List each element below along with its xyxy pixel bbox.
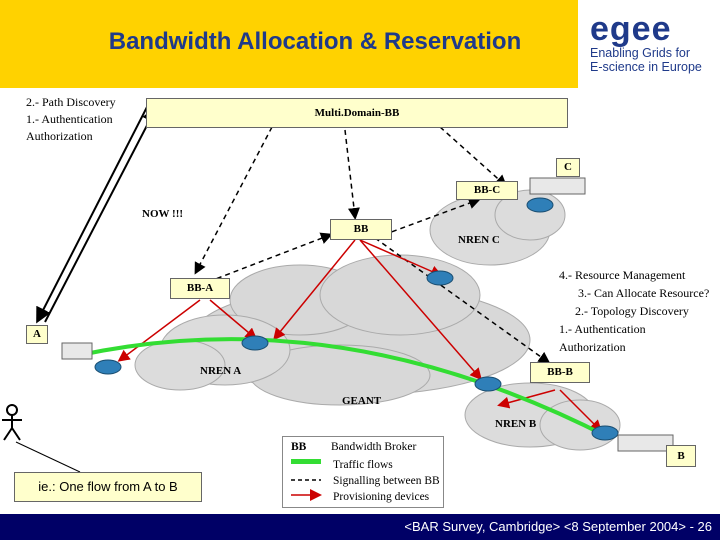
bb-c-box: BB-C xyxy=(456,181,518,200)
bb-box: BB xyxy=(330,219,392,240)
right-step-4: 1.- Authentication xyxy=(559,322,646,336)
left-step-1: 2.- Path Discovery xyxy=(26,95,116,109)
router-icon xyxy=(94,197,619,441)
now-label: NOW !!! xyxy=(142,208,184,220)
node-c-box: C xyxy=(556,158,580,177)
legend-bb-key: BB xyxy=(291,441,307,453)
legend-traffic: Traffic flows xyxy=(333,459,393,471)
signalling-lines xyxy=(194,126,551,364)
legend: BB Bandwidth Broker Traffic flows Signal… xyxy=(282,436,444,508)
right-step-5: Authorization xyxy=(559,340,626,354)
cloud-nren-c xyxy=(429,189,566,266)
provisioning-lines xyxy=(117,239,603,433)
geant-label: GEANT xyxy=(342,395,382,407)
legend-traffic-key xyxy=(291,459,321,464)
left-step-3: Authorization xyxy=(26,129,93,143)
legend-provisioning: Provisioning devices xyxy=(333,491,430,503)
page-title: Bandwidth Allocation & Reservation xyxy=(108,28,522,55)
footer-bar: <BAR Survey, Cambridge> <8 September 200… xyxy=(0,514,720,540)
bb-b-box: BB-B xyxy=(530,362,590,383)
bb-a-box: BB-A xyxy=(170,278,230,299)
legend-signalling: Signalling between BB xyxy=(333,475,440,487)
host-icon xyxy=(61,177,674,452)
nren-c-label: NREN C xyxy=(458,234,500,246)
footer-text: <BAR Survey, Cambridge> <8 September 200… xyxy=(404,519,712,534)
note-pointer xyxy=(15,441,81,473)
multi-domain-bb-box: Multi.Domain-BB xyxy=(146,98,568,128)
node-b-box: B xyxy=(666,445,696,467)
node-a-box: A xyxy=(26,325,48,344)
legend-keys xyxy=(291,459,322,501)
cloud-nren-a xyxy=(134,314,291,391)
logo-tagline-1: Enabling Grids for xyxy=(590,46,691,60)
user-figure xyxy=(2,404,22,441)
left-step-2: 1.- Authentication xyxy=(26,112,113,126)
nren-a-label: NREN A xyxy=(200,365,242,377)
right-step-3: 2.- Topology Discovery xyxy=(575,304,689,318)
right-step-1: 4.- Resource Management xyxy=(559,268,686,282)
legend-bb-desc: Bandwidth Broker xyxy=(331,441,417,453)
auth-arrows xyxy=(36,106,157,324)
egee-logo: egee Enabling Grids for E-science in Eur… xyxy=(590,12,715,87)
right-step-2: 3.- Can Allocate Resource? xyxy=(578,286,710,300)
flow-note: ie.: One flow from A to B xyxy=(14,472,202,502)
nren-b-label: NREN B xyxy=(495,418,537,430)
traffic-flow xyxy=(79,337,611,440)
header-bar xyxy=(0,0,578,88)
logo-tagline-2: E-science in Europe xyxy=(590,60,702,74)
logo-word: egee xyxy=(590,10,672,48)
